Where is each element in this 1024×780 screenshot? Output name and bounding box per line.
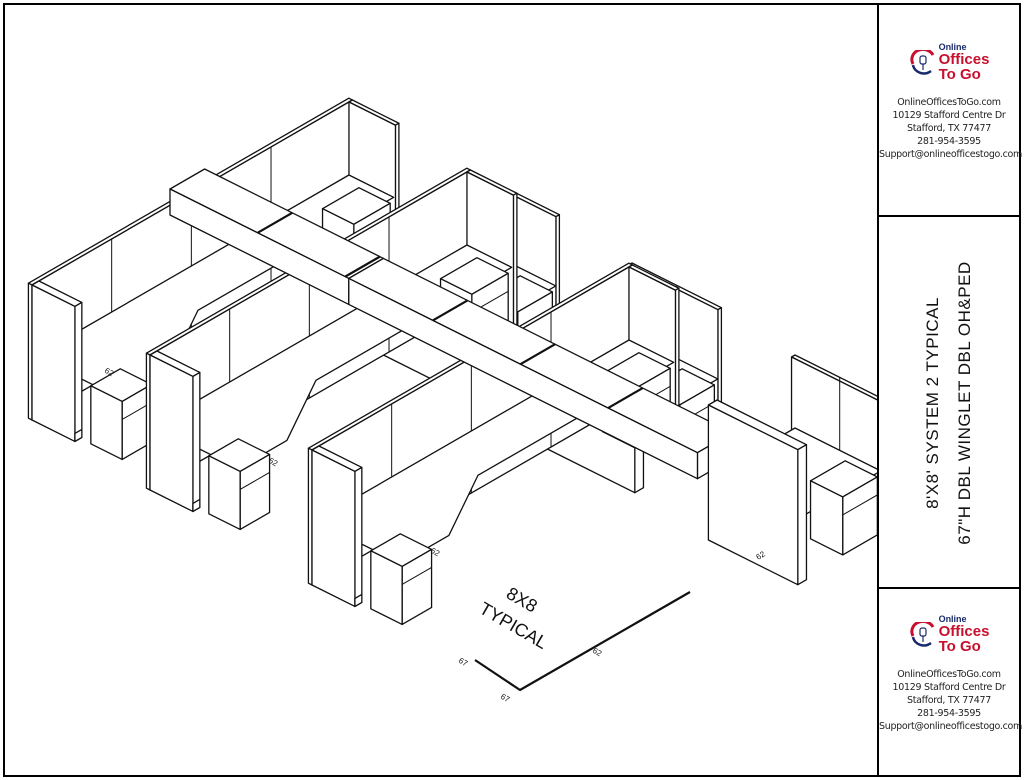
phone-number: 281-954-3595 bbox=[917, 136, 981, 147]
company-logo: Online Offices To Go bbox=[879, 615, 1019, 654]
bin-divider bbox=[432, 299, 469, 322]
end-panel bbox=[707, 404, 799, 586]
bin-divider bbox=[519, 343, 556, 366]
drawing-title-block: 8'X8' SYSTEM 2 TYPICAL 67"H DBL WINGLET … bbox=[879, 217, 1019, 589]
divider bbox=[879, 215, 1019, 217]
drawing-title-line2: 67"H DBL WINGLET DBL OH&PED bbox=[955, 261, 974, 545]
pedestal bbox=[90, 385, 123, 461]
bin-divider bbox=[607, 387, 644, 409]
bin-divider bbox=[344, 255, 381, 278]
website-link[interactable]: OnlineOfficesToGo.com bbox=[897, 97, 1001, 108]
title-sidebar: Online Offices To Go OnlineOfficesToGo.c… bbox=[877, 5, 1023, 775]
pedestal bbox=[370, 550, 403, 626]
end-panel bbox=[149, 354, 194, 513]
drawer-line bbox=[842, 494, 877, 516]
logo-togo: To Go bbox=[938, 638, 981, 655]
pedestal bbox=[208, 455, 241, 531]
panel-base bbox=[354, 593, 363, 608]
email-link[interactable]: Support@onlineofficestogo.com bbox=[879, 721, 1023, 732]
company-logo: Online Offices To Go bbox=[879, 43, 1019, 82]
address-line: Stafford, TX 77477 bbox=[906, 695, 992, 706]
page-frame bbox=[3, 3, 1021, 777]
end-panel bbox=[311, 449, 356, 608]
cubicle-drawing: 8X8 TYPICAL 62 62 62 62 67 67 62 bbox=[27, 97, 877, 705]
drawer-line bbox=[239, 472, 270, 490]
logo-online: Online bbox=[938, 614, 967, 624]
address-line: 10129 Stafford Centre Dr bbox=[892, 682, 1006, 693]
end-panel bbox=[74, 301, 83, 443]
overhead-bin bbox=[348, 277, 699, 480]
dimension-label: 67 bbox=[457, 656, 470, 669]
logo-offices: Offices bbox=[938, 51, 990, 68]
panel-base bbox=[192, 498, 201, 513]
dimension-label: 67 bbox=[499, 692, 512, 705]
company-block-top: Online Offices To Go OnlineOfficesToGo.c… bbox=[879, 35, 1023, 161]
end-panel bbox=[797, 444, 808, 586]
email-link[interactable]: Support@onlineofficestogo.com bbox=[879, 149, 1023, 160]
end-panel bbox=[31, 284, 76, 443]
address-line: 10129 Stafford Centre Dr bbox=[892, 110, 1006, 121]
chair-logo-icon bbox=[909, 49, 934, 75]
end-panel bbox=[354, 466, 363, 608]
logo-offices: Offices bbox=[938, 623, 990, 640]
phone-number: 281-954-3595 bbox=[917, 708, 981, 719]
end-panel bbox=[192, 371, 201, 513]
drawing-title-line1: 8'X8' SYSTEM 2 TYPICAL bbox=[923, 297, 942, 509]
dimension-line bbox=[474, 591, 691, 692]
logo-togo: To Go bbox=[938, 66, 981, 83]
company-block-bottom: Online Offices To Go OnlineOfficesToGo.c… bbox=[879, 607, 1023, 733]
divider bbox=[879, 587, 1019, 589]
panel-base bbox=[74, 428, 83, 443]
logo-online: Online bbox=[938, 42, 967, 52]
drawer-line bbox=[401, 567, 432, 585]
bin-divider bbox=[257, 211, 293, 234]
chair-logo-icon bbox=[909, 621, 934, 647]
pedestal bbox=[809, 480, 844, 556]
address-line: Stafford, TX 77477 bbox=[906, 123, 992, 134]
website-link[interactable]: OnlineOfficesToGo.com bbox=[897, 669, 1001, 680]
